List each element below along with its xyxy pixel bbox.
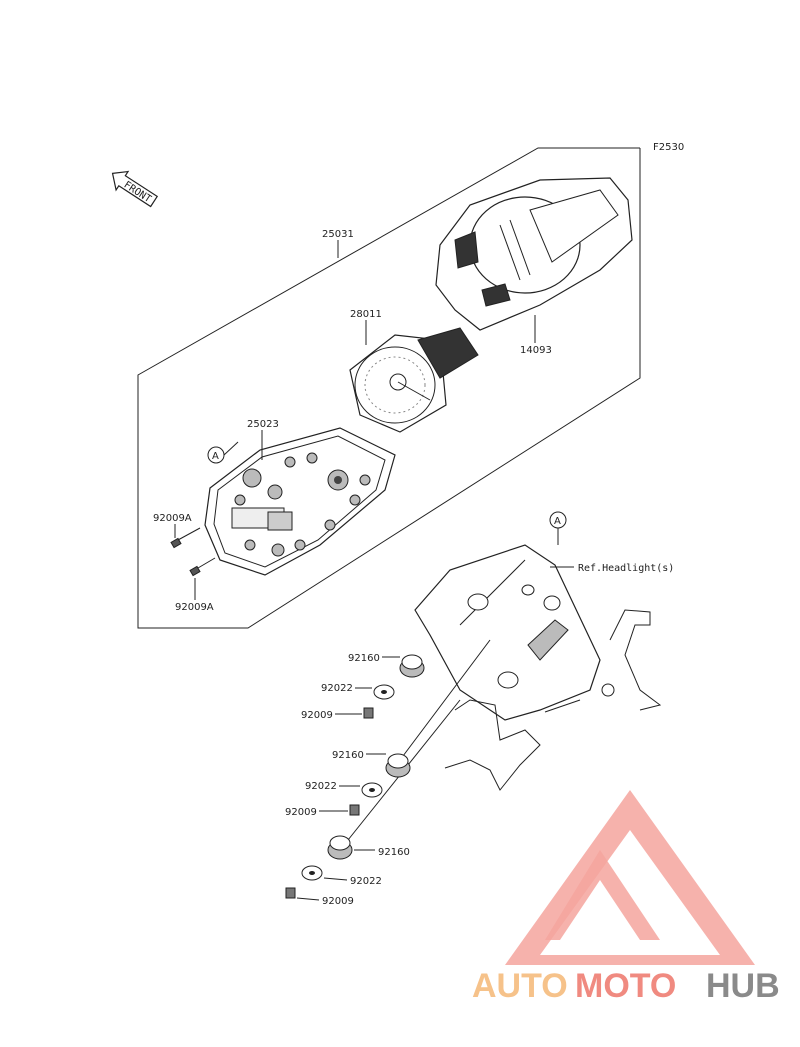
- meter-cover: [435, 177, 633, 331]
- screw-1: [363, 707, 374, 719]
- part-cover-label: 14093: [520, 345, 552, 356]
- front-arrow-icon: FRONT: [111, 170, 159, 208]
- part-washer-1-label: 92022: [321, 683, 353, 694]
- meter-panel: [349, 327, 479, 433]
- part-panel-label: 28011: [350, 309, 382, 320]
- part-meter-assy-label: 25031: [322, 229, 354, 240]
- ref-note: Ref.Headlight(s): [578, 563, 674, 574]
- part-screw-3-label: 92009: [322, 896, 354, 907]
- screw-2: [349, 804, 360, 816]
- watermark-text: AUTO MOTO HUB: [472, 967, 780, 1005]
- part-damper-2-label: 92160: [332, 750, 364, 761]
- part-screw-upper-label: 92009A: [153, 513, 192, 524]
- part-screw-1-label: 92009: [301, 710, 333, 721]
- part-damper-3-label: 92160: [378, 847, 410, 858]
- screw-3: [285, 887, 296, 899]
- callout-a-lower-letter: A: [554, 516, 561, 527]
- figure-code: F2530: [653, 142, 684, 153]
- washer-1: [373, 684, 395, 700]
- assembly-box: [137, 147, 641, 629]
- callout-a-upper-letter: A: [212, 451, 219, 462]
- part-washer-3-label: 92022: [350, 876, 382, 887]
- part-damper-1-label: 92160: [348, 653, 380, 664]
- part-washer-2-label: 92022: [305, 781, 337, 792]
- bracket: [414, 544, 662, 791]
- meter-case: [204, 427, 396, 576]
- part-screw-2-label: 92009: [285, 807, 317, 818]
- washer-3: [301, 865, 323, 881]
- part-case-label: 25023: [247, 419, 279, 430]
- damper-1: [399, 654, 425, 678]
- watermark-part3: HUB: [706, 967, 780, 1005]
- washer-2: [361, 782, 383, 798]
- watermark-part1: AUTO: [472, 967, 568, 1005]
- part-screw-lower-label: 92009A: [175, 602, 214, 613]
- callout-a-upper: A: [207, 441, 239, 464]
- callout-a-lower: A: [549, 511, 567, 545]
- damper-2: [385, 753, 411, 778]
- screw-92009a-upper: [170, 527, 201, 549]
- screw-92009a-lower: [189, 557, 216, 577]
- damper-3: [327, 835, 353, 860]
- watermark-logo: [505, 790, 755, 965]
- watermark-part2: MOTO: [575, 967, 676, 1005]
